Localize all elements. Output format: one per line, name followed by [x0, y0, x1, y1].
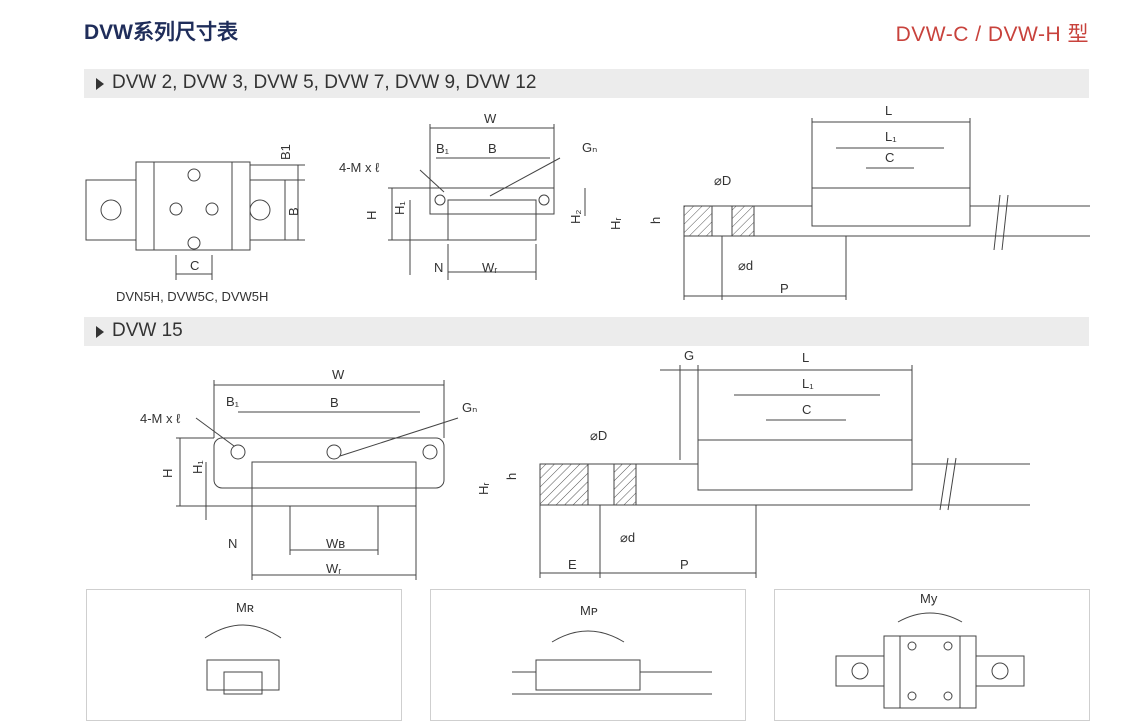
section-header-dvw15: DVW 15 [84, 317, 1089, 346]
label-WR: Wᵣ [482, 260, 497, 275]
label-D: ⌀D [714, 173, 731, 188]
label-d-dvw15: ⌀d [620, 530, 635, 545]
label-WR-dvw15: Wᵣ [326, 561, 341, 576]
label-Gn: Gₙ [582, 140, 597, 155]
label-E: E [568, 557, 577, 572]
label-L1: L₁ [885, 129, 897, 144]
front-view-small-drawing [388, 124, 586, 280]
label-L-dvw15: L [802, 350, 809, 365]
section-label: DVW 2, DVW 3, DVW 5, DVW 7, DVW 9, DVW 1… [112, 72, 537, 93]
label-h: h [648, 217, 663, 224]
label-P-dvw15: P [680, 557, 689, 572]
label-M: 4-M x ℓ [339, 160, 380, 175]
label-B: B [286, 207, 301, 216]
section-header-small: DVW 2, DVW 3, DVW 5, DVW 7, DVW 9, DVW 1… [84, 69, 1089, 98]
label-H2: H₂ [568, 210, 583, 224]
moment-panel-mr [86, 589, 402, 721]
label-H: H [364, 211, 379, 220]
triangle-icon [96, 78, 104, 90]
moment-panel-my [774, 589, 1090, 721]
top-view-drawing [85, 161, 305, 280]
label-Gn-dvw15: Gₙ [462, 400, 477, 415]
label-C-side: C [885, 150, 894, 165]
label-W: W [484, 111, 497, 126]
side-view-small-drawing [683, 118, 1090, 300]
label-H1: H₁ [392, 201, 407, 215]
top-view-caption: DVN5H, DVW5C, DVW5H [116, 289, 269, 304]
label-B1-dvw15: B₁ [226, 394, 240, 409]
label-B1: B1 [278, 144, 293, 160]
label-h-dvw15: h [504, 473, 519, 480]
label-P: P [780, 281, 789, 296]
label-L1-dvw15: L₁ [802, 376, 814, 391]
page-title: DVW系列尺寸表 [84, 21, 238, 44]
label-W-dvw15: W [332, 367, 345, 382]
triangle-icon [96, 326, 104, 338]
label-H1-dvw15: H₁ [190, 460, 205, 474]
label-N: N [434, 260, 443, 275]
type-label: DVW-C / DVW-H 型 [895, 23, 1089, 46]
label-B-front: B [488, 141, 497, 156]
label-M-dvw15: 4-M x ℓ [140, 411, 181, 426]
label-HR: Hᵣ [608, 217, 623, 230]
label-H-dvw15: H [160, 469, 175, 478]
label-C-dvw15: C [802, 402, 811, 417]
section-label: DVW 15 [112, 320, 183, 341]
label-L: L [885, 103, 892, 118]
label-B-dvw15: B [330, 395, 339, 410]
side-view-dvw15-drawing [539, 365, 1030, 578]
front-view-dvw15-drawing [176, 380, 459, 580]
label-D-dvw15: ⌀D [590, 428, 607, 443]
label-HR-dvw15: Hᵣ [476, 482, 491, 495]
label-N-dvw15: N [228, 536, 237, 551]
label-WB: Wʙ [326, 536, 345, 551]
label-B1-front: B₁ [436, 141, 450, 156]
label-C: C [190, 258, 199, 273]
label-G: G [684, 348, 694, 363]
moment-panel-mp [430, 589, 746, 721]
label-d: ⌀d [738, 258, 753, 273]
